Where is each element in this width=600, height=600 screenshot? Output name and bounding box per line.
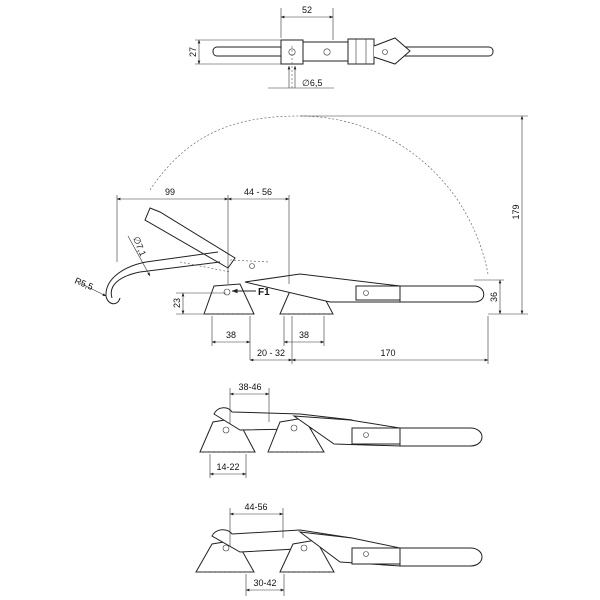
top-view: 52 27 ∅6,5 [188,5,494,90]
variant-c-dim-bottom-label: 30-42 [253,578,276,588]
dim-hole-label: ∅6,5 [302,78,322,88]
variant-c-latch-body [195,529,483,573]
dim-23-label: 23 [172,298,182,308]
dim-99-label: 99 [165,187,175,197]
dim-27-label: 27 [188,47,198,57]
variant-b-dim-top-label: 38-46 [238,382,261,392]
dim-170-label: 170 [380,348,395,358]
dim-r55-label: R5,5 [73,276,94,292]
variant-b-dim-bottom-label: 14-22 [216,462,239,472]
top-view-dimensions: 52 27 ∅6,5 [188,5,334,89]
top-view-latch-body [212,37,494,90]
force-f1-label: F1 [258,287,270,298]
dim-36-label: 36 [489,292,499,302]
side-view-latch-body [105,207,485,315]
dim-179-label: 179 [511,204,521,219]
dim-38-left-label: 38 [226,330,236,340]
variant-b-latch-body [199,407,483,453]
variant-b-dimensions: 38-46 14-22 [209,382,270,478]
dim-20-32-label: 20 - 32 [257,348,285,358]
variant-c-dimensions: 44-56 30-42 [229,502,285,596]
side-view-dimensions: 99 44 - 56 179 36 ∅7,1 R5,5 F1 [73,115,528,364]
dim-38-right-label: 38 [299,330,309,340]
dim-44-56-label: 44 - 56 [244,187,272,197]
variant-c-dim-top-label: 44-56 [244,502,267,512]
side-view: 99 44 - 56 179 36 ∅7,1 R5,5 F1 [73,115,528,364]
swing-arc [149,115,489,275]
dim-52-label: 52 [302,5,312,15]
variant-c-view: 44-56 30-42 [195,502,483,596]
variant-b-view: 38-46 14-22 [199,382,483,478]
